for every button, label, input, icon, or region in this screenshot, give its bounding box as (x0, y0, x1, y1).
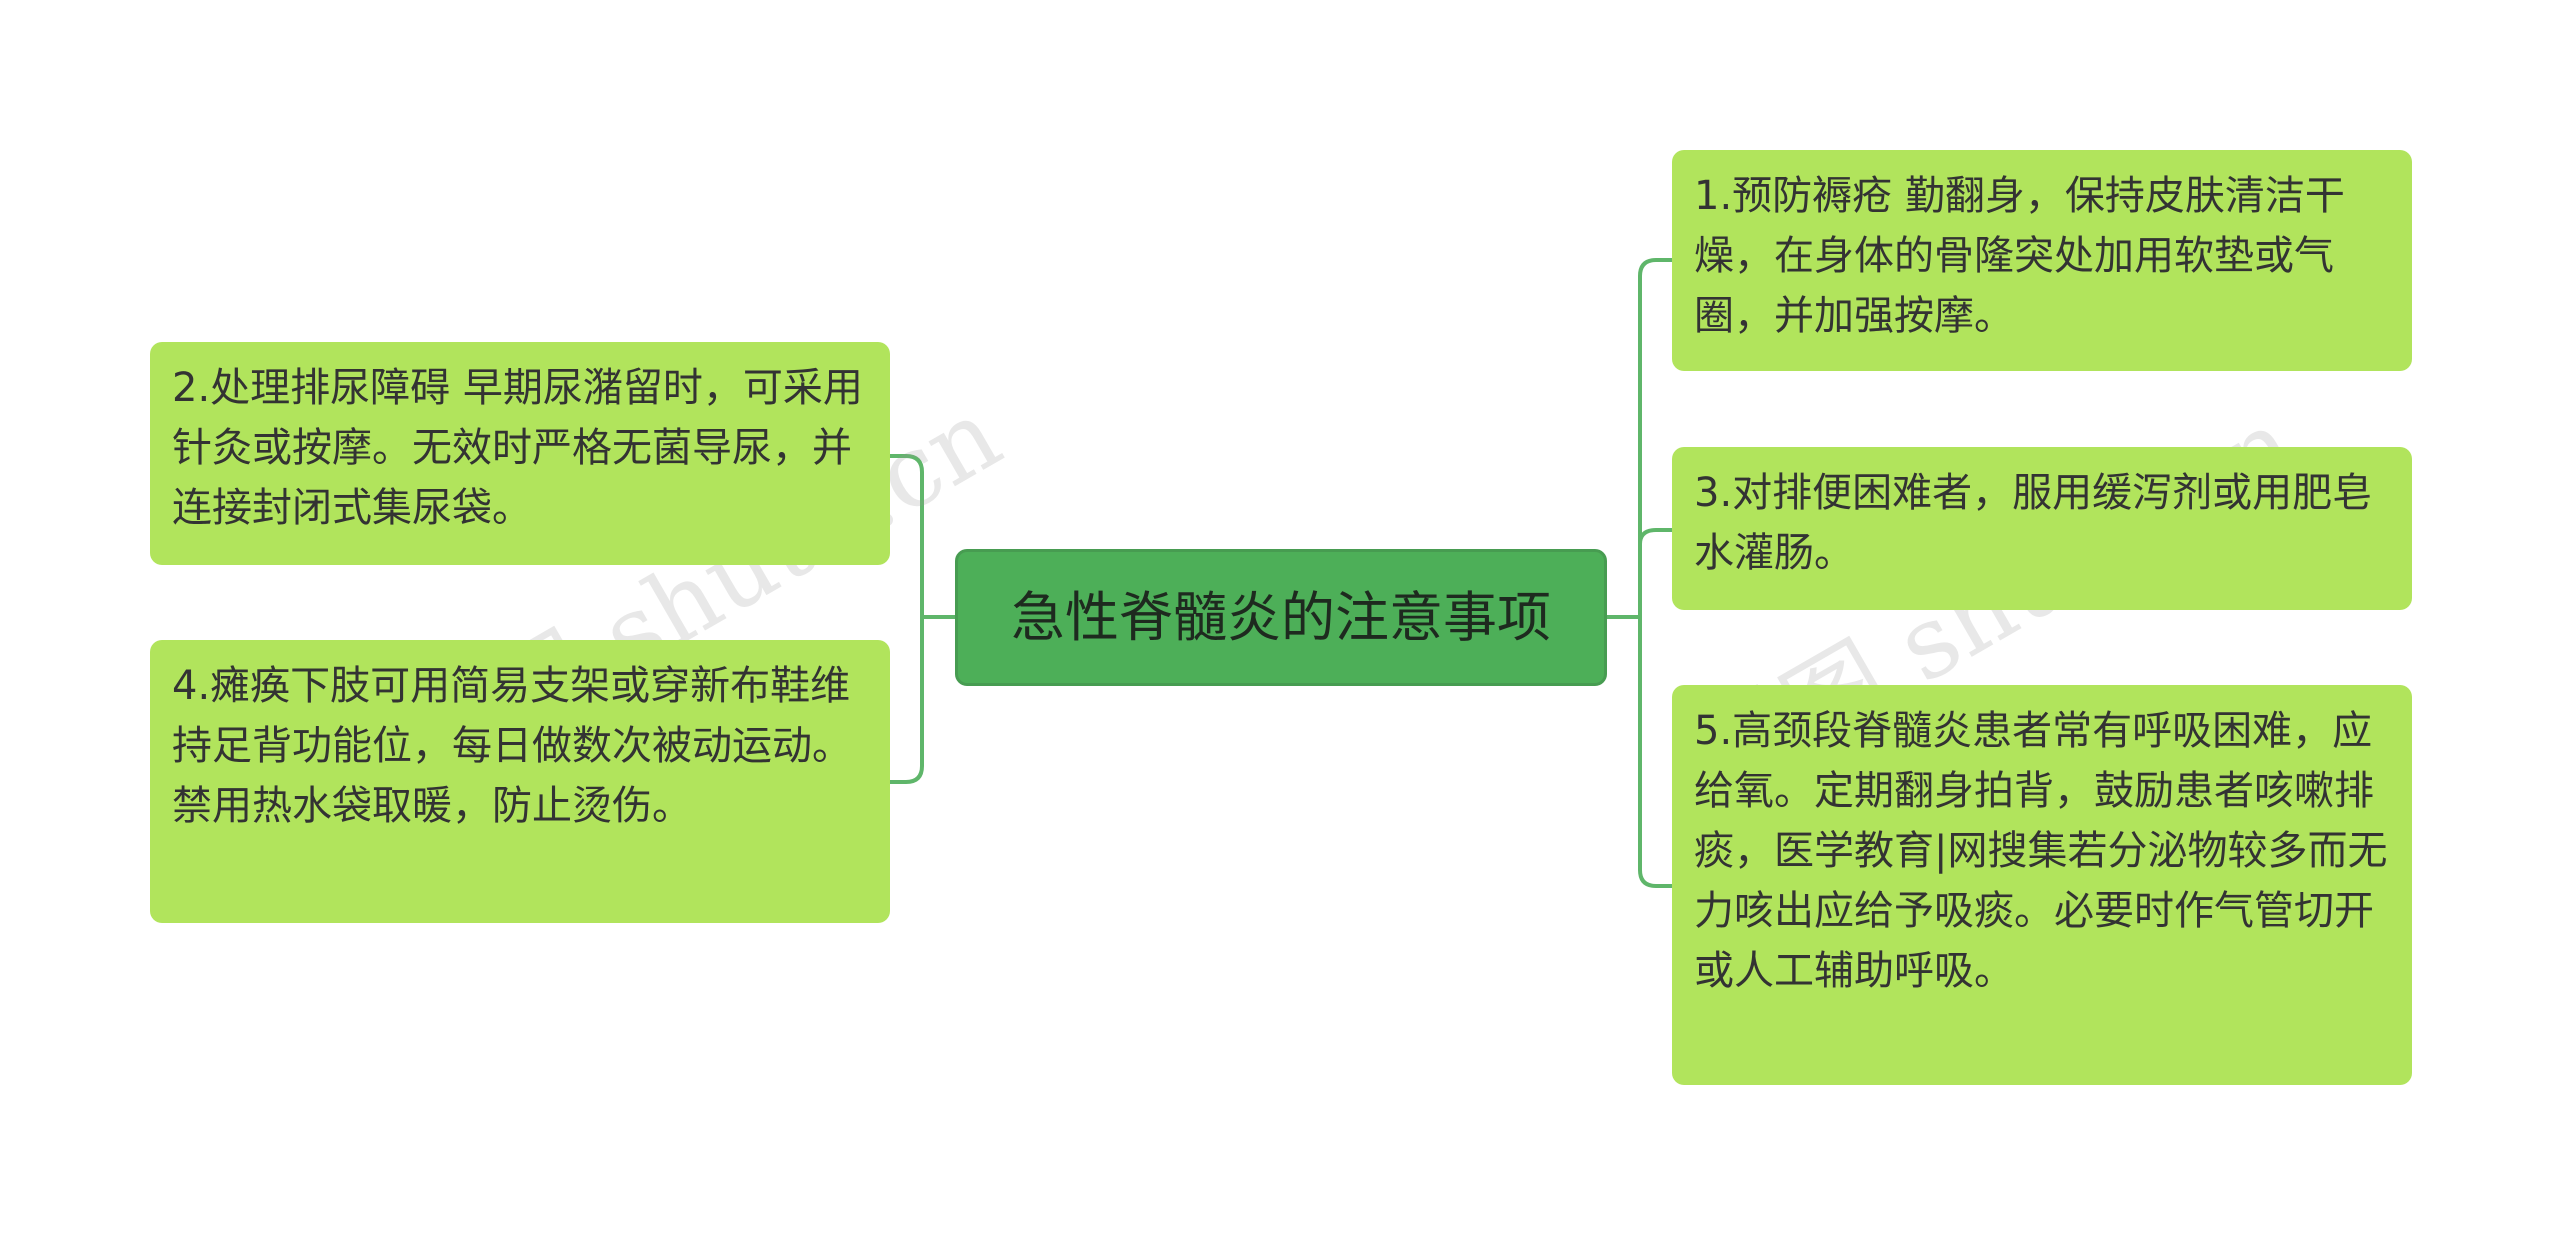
topic-node-5[interactable]: 5.高颈段脊髓炎患者常有呼吸困难，应给氧。定期翻身拍背，鼓励患者咳嗽排痰，医学教… (1672, 685, 2412, 1085)
right-branch-connector (1607, 258, 1672, 888)
topic-node-2[interactable]: 2.处理排尿障碍 早期尿潴留时，可采用针灸或按摩。无效时严格无菌导尿，并连接封闭… (150, 342, 890, 565)
central-topic[interactable]: 急性脊髓炎的注意事项 (955, 549, 1607, 686)
topic-node-3[interactable]: 3.对排便困难者，服用缓泻剂或用肥皂水灌肠。 (1672, 447, 2412, 610)
topic-node-text: 1.预防褥疮 勤翻身，保持皮肤清洁干燥，在身体的骨隆突处加用软垫或气圈，并加强按… (1694, 173, 2345, 339)
topic-node-text: 3.对排便困难者，服用缓泻剂或用肥皂水灌肠。 (1694, 470, 2373, 576)
left-branch-connector (890, 454, 955, 784)
topic-node-1[interactable]: 1.预防褥疮 勤翻身，保持皮肤清洁干燥，在身体的骨隆突处加用软垫或气圈，并加强按… (1672, 150, 2412, 371)
topic-node-text: 2.处理排尿障碍 早期尿潴留时，可采用针灸或按摩。无效时严格无菌导尿，并连接封闭… (172, 365, 863, 531)
topic-node-text: 4.瘫痪下肢可用简易支架或穿新布鞋维持足背功能位，每日做数次被动运动。禁用热水袋… (172, 663, 852, 829)
central-topic-label: 急性脊髓炎的注意事项 (1011, 585, 1551, 649)
topic-node-4[interactable]: 4.瘫痪下肢可用简易支架或穿新布鞋维持足背功能位，每日做数次被动运动。禁用热水袋… (150, 640, 890, 923)
topic-node-text: 5.高颈段脊髓炎患者常有呼吸困难，应给氧。定期翻身拍背，鼓励患者咳嗽排痰，医学教… (1694, 708, 2388, 994)
